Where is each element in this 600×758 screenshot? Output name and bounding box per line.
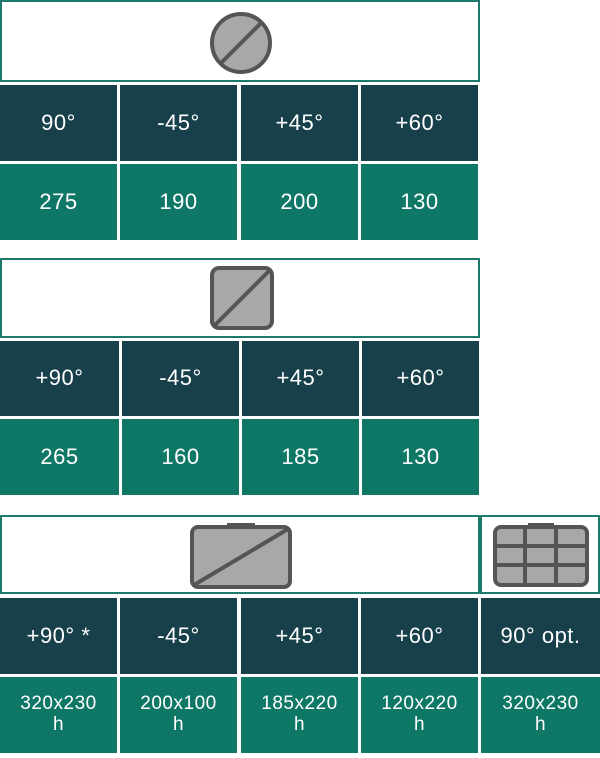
rectangle-blade-icon — [190, 523, 292, 589]
section-1-value-plus60: 130 — [361, 164, 478, 240]
section-3-value-minus45-unit: h — [172, 714, 185, 735]
section-2-value-plus45: 185 — [242, 419, 359, 495]
section-3-value-plus45-unit: h — [293, 714, 306, 735]
section-3-value-plus60-unit: h — [413, 714, 426, 735]
section-3-value-plus60-size: 120x220 — [381, 693, 458, 715]
section-3-value-plus60: 120x220 h — [361, 677, 478, 753]
square-blade-icon — [210, 266, 274, 330]
section-2-angle-90: +90° — [0, 341, 119, 416]
section-3-angle-plus45: +45° — [241, 598, 358, 674]
section-2-angle-plus60: +60° — [362, 341, 479, 416]
section-3-value-90-opt: 320x230 h — [481, 677, 600, 753]
section-2-value-minus45: 160 — [122, 419, 239, 495]
section-3-value-90-unit: h — [52, 714, 65, 735]
section-2-value-plus60: 130 — [362, 419, 479, 495]
section-2-angle-minus45: -45° — [122, 341, 239, 416]
section-2-value-90: 265 — [0, 419, 119, 495]
section-3-value-plus45-size: 185x220 — [261, 693, 338, 715]
section-3-value-minus45: 200x100 h — [120, 677, 237, 753]
section-1-icon-box — [0, 0, 480, 82]
section-3-value-minus45-size: 200x100 — [140, 693, 217, 715]
section-1-angle-90: 90° — [0, 85, 117, 161]
section-3-angle-90-opt: 90° opt. — [481, 598, 600, 674]
round-blade-icon — [210, 12, 272, 74]
section-2-angle-plus45: +45° — [242, 341, 359, 416]
grid-blade-icon — [493, 523, 589, 587]
section-3-value-90-opt-size: 320x230 — [502, 693, 579, 715]
section-2-icon-box — [0, 258, 480, 338]
section-1-angle-plus60: +60° — [361, 85, 478, 161]
section-1-value-90: 275 — [0, 164, 117, 240]
section-3-icon-box — [0, 515, 480, 594]
section-3-grid-icon-box — [480, 515, 600, 594]
section-3-angle-plus60: +60° — [361, 598, 478, 674]
section-3-value-90-size: 320x230 — [20, 693, 97, 715]
section-1-value-plus45: 200 — [241, 164, 358, 240]
section-3-value-90: 320x230 h — [0, 677, 117, 753]
section-1-angle-plus45: +45° — [241, 85, 358, 161]
section-3-angle-90: +90° * — [0, 598, 117, 674]
section-1-angle-minus45: -45° — [120, 85, 237, 161]
section-3-value-90-opt-unit: h — [534, 714, 547, 735]
section-3-value-plus45: 185x220 h — [241, 677, 358, 753]
section-1-value-minus45: 190 — [120, 164, 237, 240]
section-3-angle-minus45: -45° — [120, 598, 237, 674]
